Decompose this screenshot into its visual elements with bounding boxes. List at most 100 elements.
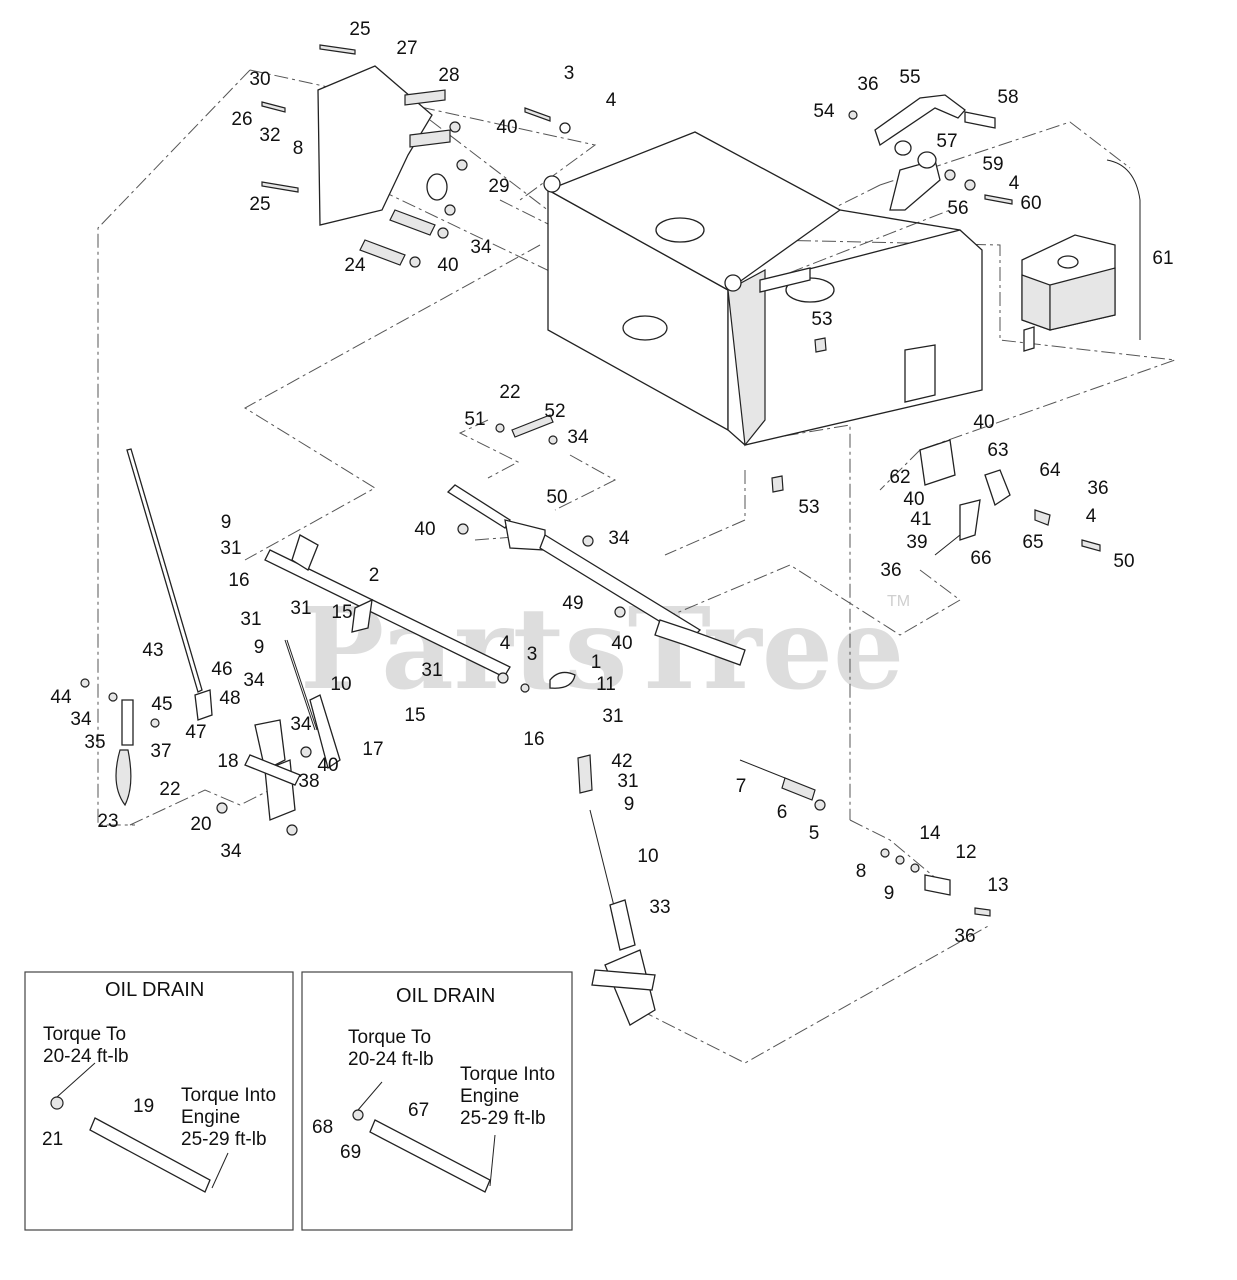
inset-right-label-69: 69 bbox=[340, 1142, 361, 1163]
hardware-53 bbox=[771, 337, 827, 493]
callout-11: 11 bbox=[596, 674, 616, 695]
oil-drain-plug-68 bbox=[352, 1109, 364, 1121]
callout-25: 25 bbox=[249, 194, 270, 215]
rod-43 bbox=[80, 448, 341, 836]
callout-10: 10 bbox=[637, 846, 658, 867]
callout-40: 40 bbox=[317, 755, 338, 776]
callout-25: 25 bbox=[349, 19, 370, 40]
callout-13: 13 bbox=[987, 875, 1008, 896]
callout-3: 3 bbox=[564, 63, 575, 84]
oil-drain-plug-21 bbox=[50, 1096, 64, 1110]
oil-drain-tube-67 bbox=[369, 1119, 491, 1193]
callout-53: 53 bbox=[811, 309, 832, 330]
inset-right-line-4: Engine bbox=[460, 1086, 519, 1107]
callout-62: 62 bbox=[889, 467, 910, 488]
callout-40: 40 bbox=[414, 519, 435, 540]
callout-24: 24 bbox=[344, 255, 366, 276]
inset-left-frame bbox=[24, 971, 294, 1231]
callout-7: 7 bbox=[736, 776, 747, 797]
inset-right-line-3: Torque Into bbox=[460, 1064, 555, 1085]
inset-right-title: OIL DRAIN bbox=[396, 985, 495, 1007]
inset-right-label-68: 68 bbox=[312, 1117, 333, 1138]
inset-right-line-1: Torque To bbox=[348, 1027, 431, 1048]
callout-44: 44 bbox=[50, 687, 72, 708]
callout-38: 38 bbox=[298, 771, 319, 792]
callout-40: 40 bbox=[496, 117, 517, 138]
inset-right-line-5: 25-29 ft-lb bbox=[460, 1108, 546, 1129]
callout-36: 36 bbox=[954, 926, 975, 947]
callout-36: 36 bbox=[880, 560, 901, 581]
callout-32: 32 bbox=[259, 125, 280, 146]
inset-right: OIL DRAIN Torque To 20-24 ft-lb Torque I… bbox=[301, 971, 573, 1231]
callout-56: 56 bbox=[947, 198, 968, 219]
callout-16: 16 bbox=[523, 729, 544, 750]
callout-50: 50 bbox=[546, 487, 567, 508]
callout-31: 31 bbox=[421, 660, 442, 681]
callout-29: 29 bbox=[488, 176, 509, 197]
watermark: PartsTree bbox=[300, 584, 904, 715]
inset-right-label-67: 67 bbox=[408, 1100, 429, 1121]
callout-4: 4 bbox=[500, 633, 511, 654]
callout-8: 8 bbox=[856, 861, 867, 882]
callout-60: 60 bbox=[1020, 193, 1041, 214]
inset-left-line-4: Engine bbox=[181, 1107, 240, 1128]
rod-10-center bbox=[577, 754, 656, 1026]
inset-right-line-2: 20-24 ft-lb bbox=[348, 1049, 434, 1070]
callout-66: 66 bbox=[970, 548, 991, 569]
spring-group-6 bbox=[739, 759, 991, 917]
callout-4: 4 bbox=[1086, 506, 1097, 527]
callout-9: 9 bbox=[884, 883, 895, 904]
callout-33: 33 bbox=[649, 897, 670, 918]
callout-31: 31 bbox=[290, 598, 311, 619]
callout-1: 1 bbox=[591, 652, 602, 673]
inset-left-line-5: 25-29 ft-lb bbox=[181, 1129, 267, 1150]
callout-46: 46 bbox=[211, 659, 232, 680]
callout-31: 31 bbox=[602, 706, 623, 727]
callout-52: 52 bbox=[544, 401, 565, 422]
callout-40: 40 bbox=[973, 412, 994, 433]
shaft-2 bbox=[264, 534, 576, 693]
pedal-assembly-49 bbox=[446, 414, 746, 666]
inset-left-line-1: Torque To bbox=[43, 1024, 126, 1045]
callout-42: 42 bbox=[611, 751, 632, 772]
callout-14: 14 bbox=[919, 823, 941, 844]
callout-9: 9 bbox=[254, 637, 265, 658]
oil-drain-tube-19 bbox=[89, 1117, 211, 1193]
callout-40: 40 bbox=[437, 255, 458, 276]
callout-30: 30 bbox=[249, 69, 270, 90]
callout-37: 37 bbox=[150, 741, 171, 762]
callout-9: 9 bbox=[221, 512, 232, 533]
callout-8: 8 bbox=[293, 138, 304, 159]
callout-34: 34 bbox=[567, 427, 589, 448]
callout-4: 4 bbox=[606, 90, 617, 111]
callout-9: 9 bbox=[624, 794, 635, 815]
callout-4: 4 bbox=[1009, 173, 1020, 194]
callout-15: 15 bbox=[404, 705, 425, 726]
callout-22: 22 bbox=[159, 779, 180, 800]
callout-31: 31 bbox=[240, 609, 261, 630]
callout-15: 15 bbox=[331, 602, 352, 623]
callout-22: 22 bbox=[499, 382, 520, 403]
callout-40: 40 bbox=[903, 489, 924, 510]
callout-27: 27 bbox=[396, 38, 417, 59]
callout-3: 3 bbox=[527, 644, 538, 665]
callout-28: 28 bbox=[438, 65, 459, 86]
callout-34: 34 bbox=[220, 841, 242, 862]
callout-10: 10 bbox=[330, 674, 351, 695]
callout-36: 36 bbox=[857, 74, 878, 95]
callout-64: 64 bbox=[1039, 460, 1061, 481]
callout-57: 57 bbox=[936, 131, 957, 152]
inset-left: OIL DRAIN Torque To 20-24 ft-lb Torque I… bbox=[24, 971, 294, 1231]
callout-12: 12 bbox=[955, 842, 976, 863]
callout-35: 35 bbox=[84, 732, 105, 753]
callout-49: 49 bbox=[562, 593, 583, 614]
callout-2: 2 bbox=[369, 565, 380, 586]
callout-53: 53 bbox=[798, 497, 819, 518]
callout-34: 34 bbox=[608, 528, 630, 549]
callout-45: 45 bbox=[151, 694, 172, 715]
callout-34: 34 bbox=[243, 670, 265, 691]
callout-41: 41 bbox=[910, 509, 931, 530]
callout-20: 20 bbox=[190, 814, 211, 835]
callout-48: 48 bbox=[219, 688, 240, 709]
